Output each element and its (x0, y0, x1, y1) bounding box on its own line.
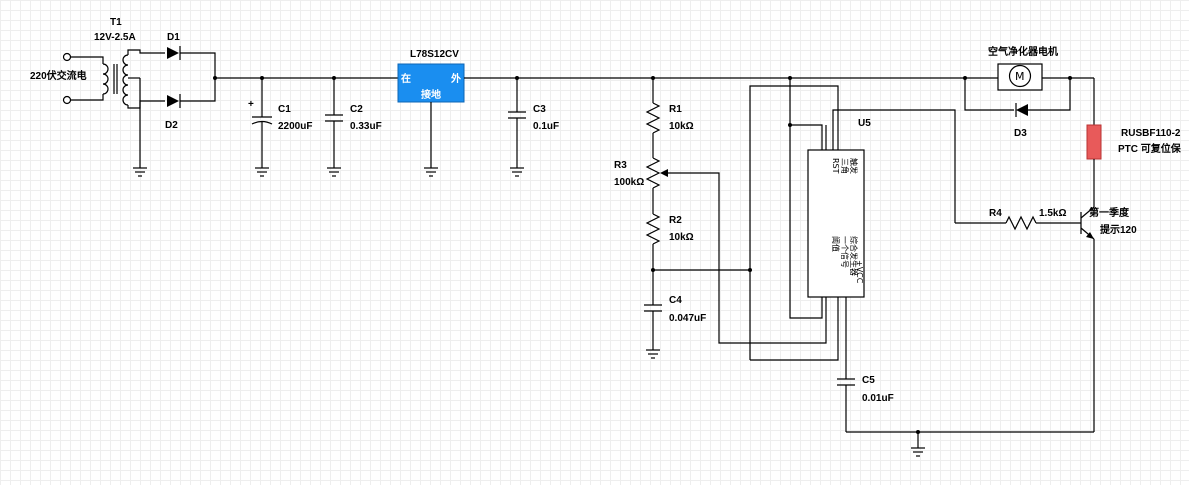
capacitor-c4[interactable]: C4 0.047uF (644, 295, 706, 350)
c2-name: C2 (350, 104, 363, 115)
r2-value: 10kΩ (669, 232, 694, 243)
ground-regulator (424, 167, 438, 177)
r4-name: R4 (989, 208, 1002, 219)
ground-c3 (510, 167, 524, 177)
r3-name: R3 (614, 160, 627, 171)
ground-c1 (255, 167, 269, 177)
diode-d3[interactable]: D3 (1014, 103, 1028, 139)
c4-name: C4 (669, 295, 682, 306)
ptc-fuse[interactable]: RUSBF110-2 PTC 可复位保 (1086, 124, 1182, 160)
transistor-label-1: 第一季度 (1089, 206, 1130, 219)
capacitor-c3[interactable]: C3 0.1uF (508, 76, 559, 168)
transformer-t1[interactable]: T1 12V-2.5A (94, 17, 136, 106)
u5-name: U5 (858, 118, 871, 129)
u5-pin-bottom-1: 综合发生器 (849, 236, 859, 276)
regulator-name: L78S12CV (410, 49, 459, 60)
regulator-l78s12cv[interactable]: L78S12CV 在 外 接地 (397, 49, 465, 103)
ic-u5[interactable]: U5 触发 三角 RST 综合发生器 一个信号 阈值 +VCC (807, 118, 871, 298)
r4-value: 1.5kΩ (1039, 208, 1066, 219)
u5-pin-bottom-3: 阈值 (831, 236, 841, 252)
ac-terminal-bottom[interactable] (62, 95, 72, 105)
potentiometer-r3[interactable]: R3 100kΩ (614, 157, 668, 189)
ground-transformer (133, 167, 147, 177)
transistor-label-2: 提示120 (1100, 223, 1137, 236)
c2-value: 0.33uF (350, 121, 382, 132)
u5-pin-top-2: 三角 (840, 158, 850, 174)
resistor-r1[interactable]: R1 10kΩ (645, 102, 694, 134)
c1-name: C1 (278, 104, 291, 115)
ground-c4 (646, 349, 660, 359)
capacitor-c2[interactable]: C2 0.33uF (325, 76, 382, 168)
c5-value: 0.01uF (862, 393, 894, 404)
c4-value: 0.047uF (669, 313, 706, 324)
fuse-label-2: PTC 可复位保 (1118, 142, 1182, 155)
c3-name: C3 (533, 104, 546, 115)
capacitor-c1[interactable]: + C1 2200uF (248, 76, 312, 168)
c1-value: 2200uF (278, 121, 312, 132)
d1-label: D1 (167, 32, 180, 43)
ac-input: 220伏交流电 (30, 52, 104, 105)
d3-label: D3 (1014, 128, 1027, 139)
r1-name: R1 (669, 104, 682, 115)
r1-value: 10kΩ (669, 121, 694, 132)
t1-value: 12V-2.5A (94, 32, 136, 43)
motor-title: 空气净化器电机 (988, 45, 1058, 58)
c5-name: C5 (862, 375, 875, 386)
u5-pin-top-1: 触发 (849, 158, 859, 174)
regulator-pin-in: 在 (401, 72, 411, 85)
resistor-r2[interactable]: R2 10kΩ (645, 213, 694, 245)
c1-polarity: + (248, 99, 254, 110)
regulator-pin-out: 外 (450, 72, 461, 85)
ground-c2 (327, 167, 341, 177)
fuse-label-1: RUSBF110-2 (1121, 128, 1181, 139)
r3-value: 100kΩ (614, 177, 644, 188)
transistor[interactable]: 第一季度 提示120 (1080, 206, 1137, 240)
d2-label: D2 (165, 120, 178, 131)
resistor-r4[interactable]: R4 1.5kΩ (989, 208, 1066, 231)
u5-pin-bottom-2: 一个信号 (840, 236, 850, 268)
regulator-pin-gnd: 接地 (421, 88, 441, 101)
ac-input-label: 220伏交流电 (30, 69, 87, 82)
diode-d2[interactable]: D2 (165, 94, 181, 131)
c3-value: 0.1uF (533, 121, 559, 132)
r2-name: R2 (669, 215, 682, 226)
u5-pin-top-3: RST (831, 158, 840, 174)
motor-symbol: M (1015, 70, 1025, 83)
u5-pin-bottom-4: +VCC (855, 260, 864, 284)
t1-name: T1 (110, 17, 122, 28)
motor[interactable]: M (997, 63, 1043, 91)
ac-terminal-top[interactable] (62, 52, 72, 62)
ground-main (911, 447, 925, 457)
diode-d1[interactable]: D1 (167, 32, 181, 60)
